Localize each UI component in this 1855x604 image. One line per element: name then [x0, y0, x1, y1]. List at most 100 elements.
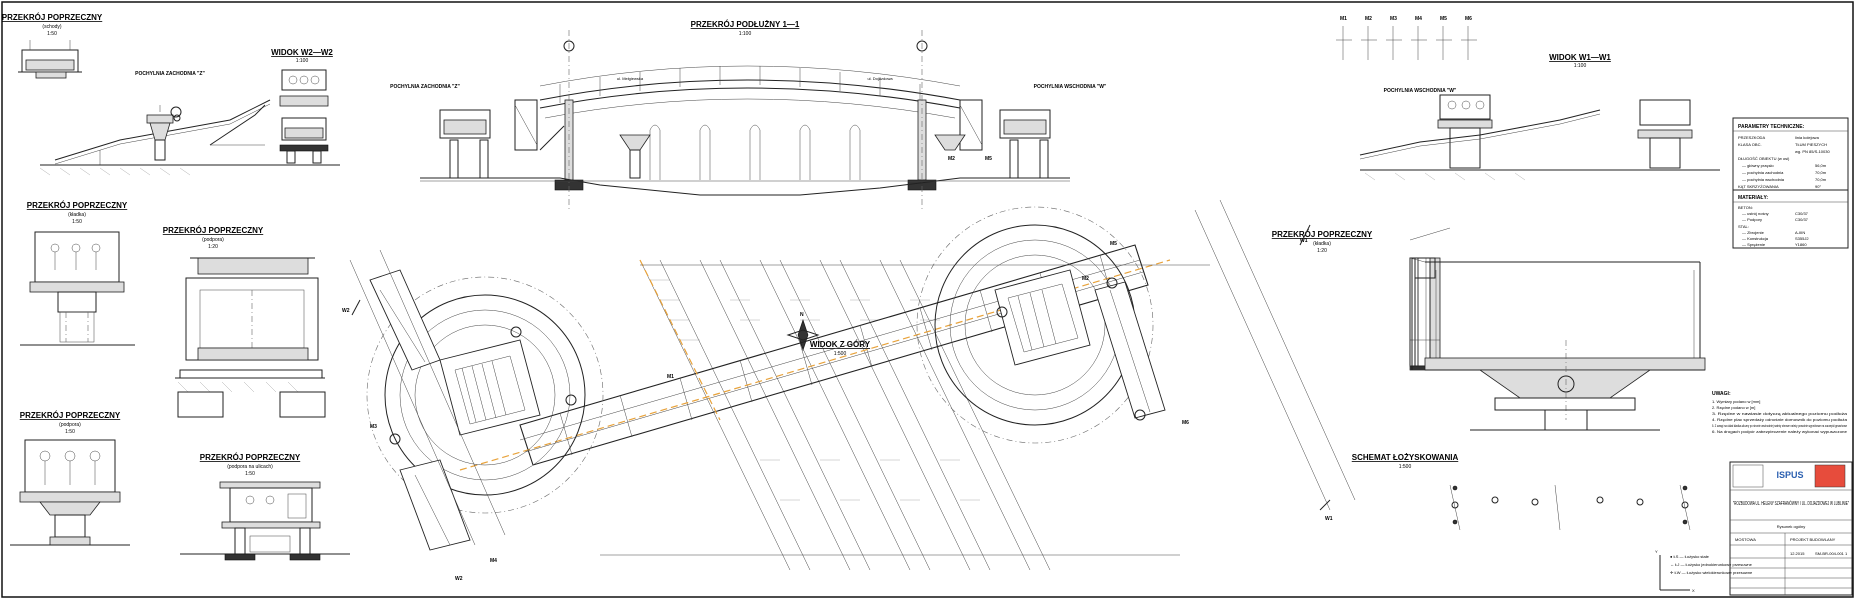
section-mark: W2: [342, 308, 350, 314]
material-value: C30/37: [1795, 211, 1809, 216]
cross-section-street-support: PRZEKRÓJ POPRZECZNY (podpora na ulicach)…: [180, 453, 350, 561]
cross-section-title: PRZEKRÓJ POPRZECZNY: [200, 453, 301, 462]
support-label: M2: [948, 156, 955, 162]
technical-parameters: PARAMETRY TECHNICZNE: PRZESZKODA linia k…: [1732, 117, 1849, 191]
view-title: WIDOK W1—W1: [1549, 53, 1611, 62]
support-label: M1: [1340, 16, 1347, 22]
cross-section-subtitle: (podpora): [59, 422, 81, 428]
support-label: M5: [1110, 241, 1117, 247]
param-name: — pochylnia wschodnia: [1742, 177, 1785, 182]
west-ramp-view: POCHYLNIA ZACHODNIA "Z" WIDOK W2—W2 1:10…: [39, 48, 340, 176]
support-label: M3: [1390, 16, 1397, 22]
param-name: KLASA OBC.: [1738, 142, 1762, 147]
support-label: M5: [985, 156, 992, 162]
plan-view: WIDOK Z GÓRY 1:500: [342, 199, 1356, 582]
ramp-label: POCHYLNIA WSCHODNIA "W": [1034, 84, 1107, 90]
cross-section-support: PRZEKRÓJ POPRZECZNY (podpora) 1:20: [163, 226, 326, 418]
east-spiral-ramp: [916, 206, 1166, 444]
material-name: STAL:: [1738, 224, 1749, 229]
bearing-legend-item: ● ŁS — Łożysko stałe: [1670, 554, 1710, 559]
cross-section-subtitle: (schody): [42, 24, 62, 30]
material-value: Y1860: [1795, 242, 1807, 247]
street-outlines: [349, 199, 1356, 556]
notes: UWAGI: 1. Wymiary podano w [mm] 2. Rzędn…: [1712, 391, 1848, 434]
support-label: M2: [1082, 276, 1089, 282]
param-value: 70,0m: [1815, 170, 1827, 175]
support-details: M1 M2 M3 M4 M5 M6: [1336, 16, 1477, 60]
materials: MATERIAŁY: BETON: — ustrój nośny C30/37 …: [1732, 189, 1849, 249]
material-value: A-IIIN: [1795, 230, 1805, 235]
view-title: WIDOK W2—W2: [271, 48, 333, 57]
cross-section-support-2: PRZEKRÓJ POPRZECZNY (podpora) 1:50: [10, 411, 130, 546]
section-mark: W2: [455, 576, 463, 582]
support-label: M4: [490, 558, 497, 564]
scale-label: 1:50: [245, 471, 255, 477]
param-value: 90°: [1815, 184, 1821, 189]
cross-section-stairs: PRZEKRÓJ POPRZECZNY (schody) 1:50: [2, 13, 103, 79]
material-name: — Podpory: [1742, 217, 1762, 222]
note-item: 5. Z uwagi na układ kładka-uliczny po st…: [1712, 423, 1847, 428]
east-ramp-view: WIDOK W1—W1 1:100 POCHYLNIA WSCHODNIA "W…: [1359, 53, 1720, 181]
param-name: KĄT SKRZYŻOWANIA: [1738, 184, 1779, 189]
sheet-number: 1: [1845, 551, 1848, 556]
cross-section-footbridge: PRZEKRÓJ POPRZECZNY (kładka) 1:50: [20, 201, 135, 346]
company-logo: ISPUS: [1776, 470, 1803, 480]
material-value: S355J2: [1795, 236, 1809, 241]
param-value: 56,0m: [1815, 163, 1827, 168]
drawing-number: SM-BR-004-001: [1815, 551, 1845, 556]
project-title: "ROZBUDOWA UL. HELENY SZAFRANÓWNY I UL. …: [1733, 500, 1849, 507]
param-name: DŁUGOŚĆ OBIEKTU (w osi): [1738, 156, 1790, 161]
axis-label: X: [1692, 588, 1695, 593]
note-item: 2. Rzędne podano w [m]: [1712, 405, 1755, 410]
param-value: wg. PN 85/S-10030: [1795, 149, 1830, 154]
scale-label: 1:100: [296, 58, 309, 64]
west-spiral-ramp: [366, 269, 604, 551]
logo-mark: [1814, 464, 1846, 488]
material-name: — Sprężenie: [1742, 242, 1766, 247]
materials-title: MATERIAŁY:: [1738, 195, 1768, 201]
material-name: BETON:: [1738, 205, 1753, 210]
north-label: N: [800, 312, 804, 318]
support-label: M3: [370, 424, 377, 430]
material-name: — Konstrukcja: [1742, 236, 1769, 241]
scale-label: 1:20: [1317, 248, 1327, 254]
note-item: 6. Na drogach podpór zabezpieczenie nale…: [1712, 429, 1848, 434]
params-title: PARAMETRY TECHNICZNE:: [1738, 124, 1805, 130]
scale-label: 1:50: [65, 429, 75, 435]
material-value: C30/37: [1795, 217, 1809, 222]
support-label: M6: [1182, 420, 1189, 426]
notes-title: UWAGI:: [1712, 391, 1731, 397]
ramp-label: POCHYLNIA WSCHODNIA "W": [1384, 88, 1457, 94]
right-footbridge-cross-section: [1409, 257, 1706, 431]
cross-section-title: PRZEKRÓJ POPRZECZNY: [20, 411, 121, 420]
section-marks: W2 W2 W1 W1: [342, 224, 1333, 582]
param-name: — główny przęsło: [1742, 163, 1774, 168]
cross-section-title: PRZEKRÓJ POPRZECZNY: [2, 13, 103, 22]
support-label: M4: [1415, 16, 1422, 22]
note-item: 1. Wymiary podano w [mm]: [1712, 399, 1760, 404]
scale-label: 1:50: [72, 219, 82, 225]
cross-section-subtitle: (podpora): [202, 237, 224, 243]
note-item: 3. Rzędne w nawiasie dotyczą aktualnego …: [1712, 411, 1848, 416]
param-name: — pochylnia zachodnia: [1742, 170, 1784, 175]
note-item: 4. Rzędne plac sprzedaży odnośnie domown…: [1712, 417, 1848, 422]
param-value: 70,0m: [1815, 177, 1827, 182]
bearing-legend-item: ✛ ŁW — Łożysko wielokierunkowe przesuwne: [1670, 570, 1753, 575]
plan-title: WIDOK Z GÓRY: [810, 340, 871, 349]
param-value: TŁUM PIESZYCH: [1795, 142, 1827, 147]
cross-section-right: PRZEKRÓJ POPRZECZNY (kładka) 1:20: [1272, 227, 1451, 371]
street-label: ul. Dojazdowa: [867, 76, 893, 81]
bearing-legend-item: ↔ ŁJ — Łożysko jednokierunkowe przesuwne: [1670, 562, 1753, 567]
cross-section-title: PRZEKRÓJ POPRZECZNY: [27, 201, 128, 210]
ramp-label: POCHYLNIA ZACHODNIA "Z": [390, 84, 460, 90]
section-mark: W1: [1300, 238, 1308, 244]
scale-label: 1:500: [1399, 464, 1412, 470]
scale-label: 1:100: [1574, 63, 1587, 69]
param-value: linia kolejowa: [1795, 135, 1820, 140]
title-block: ISPUS "ROZBUDOWA UL. HELENY SZAFRANÓWNY …: [1729, 461, 1853, 596]
support-label: M6: [1465, 16, 1472, 22]
cross-section-subtitle: (kładka): [1313, 241, 1331, 247]
plan-support-labels: M1 M2 M3 M4 M5 M6: [370, 241, 1189, 564]
